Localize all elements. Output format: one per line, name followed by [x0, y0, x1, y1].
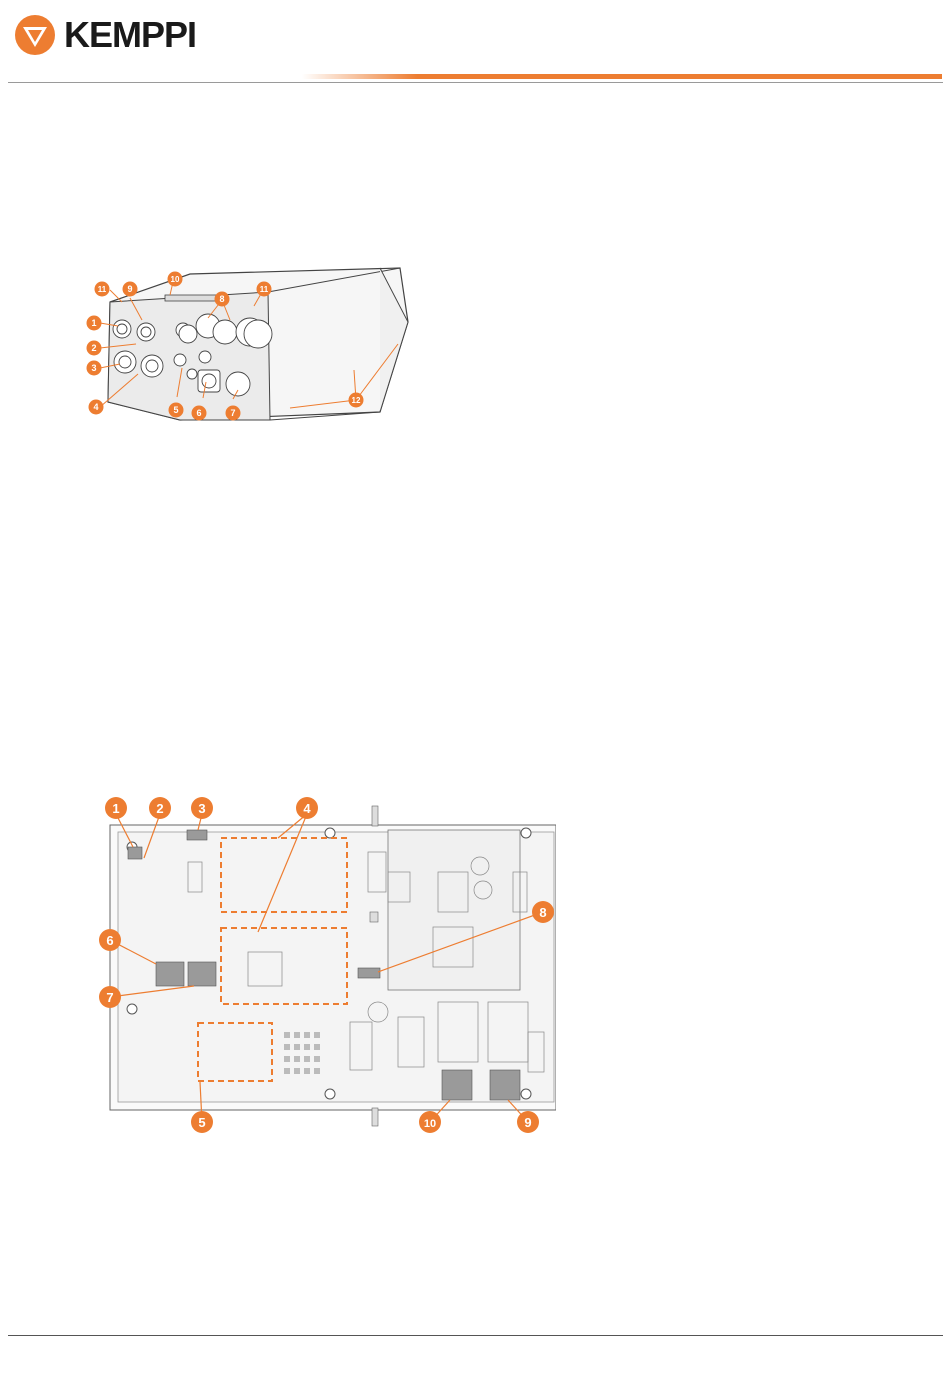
callout-3: 3 [91, 363, 96, 373]
board-callout-4: 4 [303, 801, 311, 816]
kemppi-logo-icon [14, 14, 56, 56]
callout-1: 1 [91, 318, 96, 328]
board-callout-6: 6 [106, 933, 113, 948]
kemppi-logo: KEMPPI [14, 14, 196, 56]
header-rule [8, 82, 943, 83]
callout-4: 4 [93, 402, 98, 412]
circuit-board-figure: 1 2 3 4 5 6 7 8 9 10 [88, 792, 556, 1136]
board-callout-1: 1 [112, 801, 119, 816]
board-callout-5: 5 [198, 1115, 205, 1130]
footer-rule [8, 1335, 943, 1336]
callout-12: 12 [352, 396, 361, 405]
brand-name: KEMPPI [64, 14, 196, 56]
callout-11-left: 11 [98, 285, 107, 294]
callout-5: 5 [173, 405, 178, 415]
callout-2: 2 [91, 343, 96, 353]
board-callout-8: 8 [539, 905, 546, 920]
board-callout-2: 2 [156, 801, 163, 816]
board-callout-7: 7 [106, 990, 113, 1005]
header-accent-rule [302, 74, 942, 79]
board-callout-10: 10 [424, 1118, 436, 1130]
page-header: KEMPPI [0, 0, 950, 90]
unit-exterior-figure: 1 2 3 4 5 6 7 8 9 10 11 11 12 [80, 262, 420, 432]
board-callout-9: 9 [524, 1115, 531, 1130]
callout-9: 9 [127, 284, 132, 294]
callout-10: 10 [171, 275, 180, 284]
callout-8: 8 [219, 294, 224, 304]
callout-11-right: 11 [260, 285, 269, 294]
board-callout-3: 3 [198, 801, 205, 816]
callout-6: 6 [196, 408, 201, 418]
callout-7: 7 [230, 408, 235, 418]
